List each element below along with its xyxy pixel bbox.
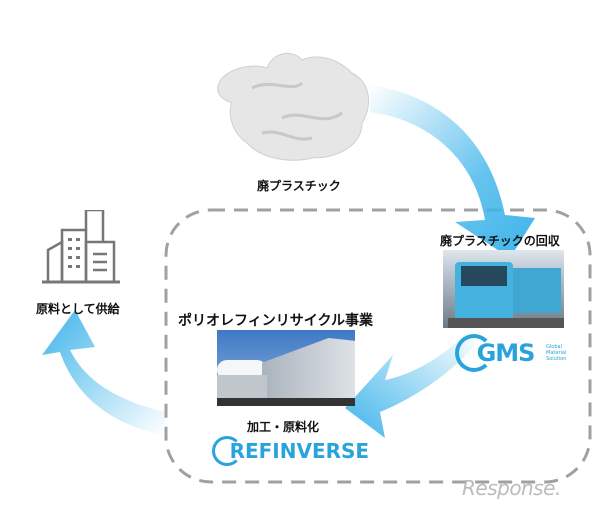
- gms-logo-text: GMS: [476, 339, 536, 367]
- waste-plastic-image: [217, 52, 370, 161]
- factory-photo: [217, 330, 355, 406]
- label-processing: 加工・原料化: [247, 420, 320, 434]
- refinverse-logo: REFINVERSE: [212, 436, 369, 466]
- gms-sub-2: Material: [546, 350, 567, 356]
- arrow-waste-to-collection: [370, 85, 535, 258]
- label-collection: 廃プラスチックの回収: [440, 234, 560, 248]
- gms-sub-3: Solution: [546, 356, 567, 362]
- building-icon: [42, 210, 120, 284]
- label-waste-plastic: 廃プラスチック: [257, 179, 341, 193]
- refinverse-logo-text: REFINVERSE: [229, 439, 370, 463]
- response-watermark: Response.: [462, 476, 561, 500]
- label-supply-as-material: 原料として供給: [36, 302, 120, 316]
- truck-photo: [443, 250, 564, 328]
- process-boundary-dashed: [164, 208, 592, 484]
- gms-logo: GMS Global Material Solution: [455, 334, 566, 372]
- arrow-collection-to-factory: [345, 330, 475, 438]
- arrow-factory-to-supply: [42, 310, 165, 435]
- label-business: ポリオレフィンリサイクル事業: [178, 313, 374, 329]
- gms-sub-1: Global: [546, 344, 562, 350]
